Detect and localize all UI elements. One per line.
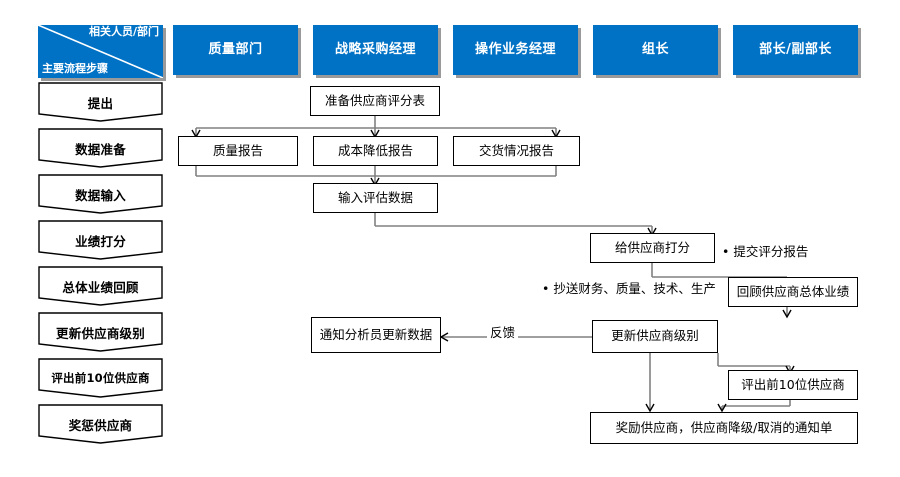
flow-node-update-supplier-grade[interactable]: 更新供应商级别 [592, 320, 718, 353]
corner-header: 相关人员/部门 主要流程步骤 [38, 25, 163, 78]
sidebar-step-label: 提出 [87, 95, 114, 111]
sidebar-step-data-input[interactable]: 数据输入 [38, 174, 163, 214]
sidebar-step-reward-penalize-suppliers[interactable]: 奖惩供应商 [38, 404, 163, 444]
sidebar-step-label: 数据准备 [75, 141, 126, 157]
sidebar-step-overall-performance-review[interactable]: 总体业绩回顾 [38, 266, 163, 306]
edge-label-feedback: 反馈 [487, 322, 519, 341]
flow-node-top-10-suppliers[interactable]: 评出前10位供应商 [728, 370, 858, 400]
flow-node-delivery-report[interactable]: 交货情况报告 [453, 136, 580, 166]
chevron-shape-icon [38, 266, 163, 306]
sidebar-step-label: 总体业绩回顾 [62, 279, 139, 295]
chevron-shape-icon [38, 174, 163, 214]
sidebar-step-label: 数据输入 [75, 187, 126, 203]
flow-node-cost-reduction-report[interactable]: 成本降低报告 [313, 136, 438, 166]
sidebar-step-label: 评出前10位供应商 [51, 371, 150, 385]
chevron-shape-icon [38, 220, 163, 260]
note-submit-score-report: • 提交评分报告 [722, 244, 809, 259]
lane-header-quality-dept[interactable]: 质量部门 [173, 25, 298, 75]
flow-node-review-overall-performance[interactable]: 回顾供应商总体业绩 [728, 277, 858, 307]
sidebar-step-label: 奖惩供应商 [68, 417, 133, 433]
flow-node-input-eval-data[interactable]: 输入评估数据 [313, 183, 438, 213]
corner-header-bottom-label: 主要流程步骤 [42, 62, 108, 75]
lane-header-director-deputy[interactable]: 部长/副部长 [733, 25, 858, 75]
chevron-shape-icon [38, 358, 163, 398]
note-cc-departments: • 抄送财务、质量、技术、生产 [542, 281, 716, 296]
lane-header-operations-business-manager[interactable]: 操作业务经理 [453, 25, 578, 75]
chevron-shape-icon [38, 82, 163, 122]
lane-header-team-leader[interactable]: 组长 [593, 25, 718, 75]
corner-header-top-label: 相关人员/部门 [88, 25, 159, 38]
flow-node-score-supplier[interactable]: 给供应商打分 [590, 233, 715, 263]
sidebar-step-label: 业绩打分 [75, 233, 126, 249]
lane-header-strategic-purchasing-manager[interactable]: 战略采购经理 [313, 25, 438, 75]
sidebar-step-top-10-suppliers[interactable]: 评出前10位供应商 [38, 358, 163, 398]
flow-node-prepare-scorecard[interactable]: 准备供应商评分表 [310, 86, 440, 116]
sidebar-step-data-preparation[interactable]: 数据准备 [38, 128, 163, 168]
chevron-shape-icon [38, 128, 163, 168]
chevron-shape-icon [38, 404, 163, 444]
sidebar-step-submit[interactable]: 提出 [38, 82, 163, 122]
flow-node-reward-notice[interactable]: 奖励供应商，供应商降级/取消的通知单 [590, 412, 858, 444]
sidebar-step-label: 更新供应商级别 [56, 325, 145, 341]
chevron-shape-icon [38, 312, 163, 352]
flow-node-notify-analyst[interactable]: 通知分析员更新数据 [311, 317, 441, 353]
flow-node-quality-report[interactable]: 质量报告 [178, 136, 298, 166]
sidebar-step-performance-scoring[interactable]: 业绩打分 [38, 220, 163, 260]
diagonal-divider-icon [38, 25, 163, 78]
sidebar-step-update-supplier-grade[interactable]: 更新供应商级别 [38, 312, 163, 352]
